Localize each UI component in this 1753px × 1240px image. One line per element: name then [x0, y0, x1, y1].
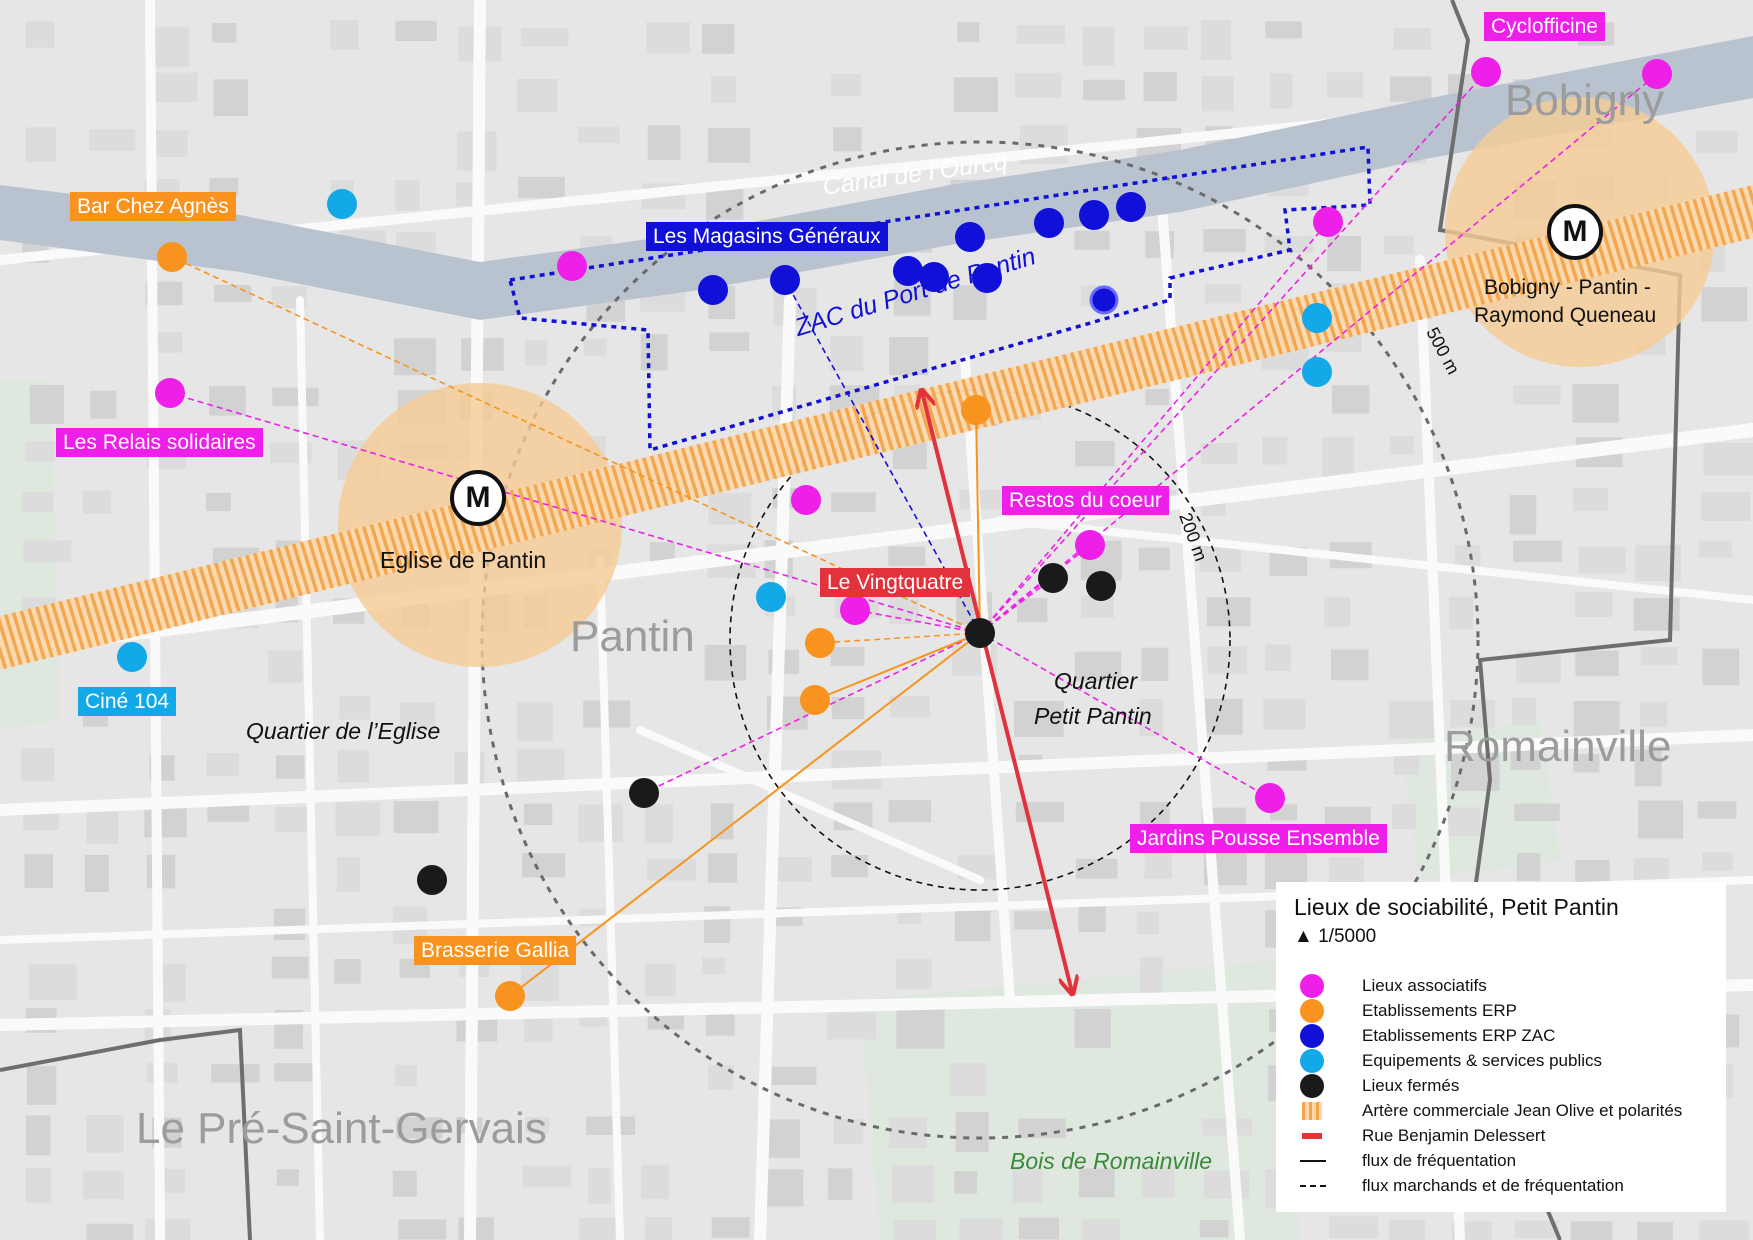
- point-publics-4: [756, 582, 786, 612]
- point-erp_zac-1: [698, 275, 728, 305]
- metro-symbol: M: [465, 481, 491, 514]
- flux-cyclo-2: [979, 73, 1658, 634]
- metro-icon-eglise: M: [450, 470, 506, 526]
- legend-scale: ▲ 1/5000: [1294, 926, 1376, 948]
- flux-brasserie: [509, 632, 981, 997]
- point-erp_zac-8: [1079, 200, 1109, 230]
- point-publics-3: [1302, 357, 1332, 387]
- scale-triangle-icon: ▲: [1294, 926, 1313, 947]
- point-fermes-5: [417, 865, 447, 895]
- point-erp_zac-3: [893, 256, 923, 286]
- legend-symbol-rue: [1294, 1124, 1334, 1148]
- place-bobigny: Bobigny: [1505, 76, 1665, 125]
- point-erp-1: [157, 242, 187, 272]
- point-erp-2: [961, 395, 991, 425]
- legend-row-flux: flux de fréquentation: [1294, 1149, 1516, 1173]
- point-erp_zac-5: [972, 263, 1002, 293]
- point-fermes-1: [965, 618, 995, 648]
- legend-text-fermes: Lieux fermés: [1362, 1076, 1460, 1095]
- label-le-vingtquatre: Le Vingtquatre: [820, 568, 971, 598]
- legend-row-associatifs: Lieux associatifs: [1294, 974, 1487, 998]
- point-associatifs-6: [791, 485, 821, 515]
- legend-text-flux: flux de fréquentation: [1362, 1151, 1517, 1170]
- label-restos-du-coeur: Restos du coeur: [1002, 486, 1169, 516]
- legend-symbol-artere: [1294, 1099, 1334, 1123]
- legend-text-erp: Etablissements ERP: [1362, 1001, 1517, 1020]
- legend-text-flux_dash: flux marchands et de fréquentation: [1362, 1176, 1624, 1195]
- legend-text-publics: Equipements & services publics: [1362, 1051, 1603, 1070]
- quartier-pp-label-2: Petit Pantin: [1034, 703, 1152, 729]
- point-erp_zac-9: [1116, 192, 1146, 222]
- legend: Lieux de sociabilité, Petit Pantin ▲ 1/5…: [1276, 882, 1726, 1212]
- point-associatifs-3: [1313, 207, 1343, 237]
- point-erp_zac-6: [955, 222, 985, 252]
- legend-text-artere: Artère commerciale Jean Olive et polarit…: [1362, 1101, 1683, 1120]
- legend-row-fermes: Lieux fermés: [1294, 1074, 1459, 1098]
- label-cine-104: Ciné 104: [78, 687, 177, 717]
- legend-title: Lieux de sociabilité, Petit Pantin: [1294, 894, 1619, 920]
- point-fermes-3: [1086, 571, 1116, 601]
- point-associatifs-8: [840, 595, 870, 625]
- label-brasserie-gallia: Brasserie Gallia: [414, 936, 577, 966]
- point-erp_zac-7: [1034, 208, 1064, 238]
- point-erp_zac-striped: [1089, 285, 1119, 315]
- metro-eglise-label: Eglise de Pantin: [380, 547, 547, 573]
- label-bar-chez-agnes: Bar Chez Agnès: [70, 192, 236, 222]
- point-publics-2: [1302, 303, 1332, 333]
- place-romainville: Romainville: [1444, 722, 1672, 771]
- point-fermes-4: [629, 778, 659, 808]
- flux-magasins: [784, 279, 981, 634]
- bois-label: Bois de Romainville: [1010, 1148, 1212, 1174]
- flux-orange-1: [819, 632, 981, 644]
- legend-row-flux_dash: flux marchands et de fréquentation: [1294, 1174, 1624, 1198]
- metro-bobigny-label-1: Bobigny - Pantin -: [1484, 276, 1651, 299]
- point-markers: [117, 57, 1672, 1011]
- flux-bar: [171, 256, 981, 634]
- legend-text-erp_zac: Etablissements ERP ZAC: [1362, 1026, 1556, 1045]
- place-pre-saint-gervais: Le Pré-Saint-Gervais: [136, 1104, 547, 1153]
- point-associatifs-1: [1471, 57, 1501, 87]
- point-publics-5: [117, 642, 147, 672]
- zac-perimeter: [507, 144, 1372, 453]
- point-erp_zac-4: [919, 262, 949, 292]
- quartier-eglise-label: Quartier de l’Eglise: [246, 718, 441, 744]
- point-erp-4: [800, 685, 830, 715]
- legend-row-rue: Rue Benjamin Delessert: [1294, 1124, 1545, 1148]
- point-associatifs-2: [1642, 59, 1672, 89]
- scale-value: 1/5000: [1318, 926, 1377, 947]
- point-fermes-2: [1038, 563, 1068, 593]
- point-associatifs-5: [155, 378, 185, 408]
- point-associatifs-9: [1255, 783, 1285, 813]
- point-erp-5: [495, 981, 525, 1011]
- label-jardins-pousse-ensemble: Jardins Pousse Ensemble: [1130, 824, 1387, 854]
- rue-delessert-arrow: [922, 392, 1072, 992]
- legend-symbol-erp: [1294, 999, 1334, 1023]
- label-magasins-generaux: Les Magasins Généraux: [646, 222, 888, 252]
- label-relais-solidaires: Les Relais solidaires: [56, 428, 263, 458]
- legend-symbol-flux_dash: [1294, 1174, 1334, 1198]
- point-associatifs-4: [557, 251, 587, 281]
- quartier-pp-label-1: Quartier: [1054, 668, 1138, 694]
- point-associatifs-7: [1075, 530, 1105, 560]
- legend-row-erp_zac: Etablissements ERP ZAC: [1294, 1024, 1555, 1048]
- metro-symbol: M: [1562, 215, 1588, 248]
- point-erp_zac-2: [770, 265, 800, 295]
- legend-symbol-fermes: [1294, 1074, 1334, 1098]
- legend-symbol-associatifs: [1294, 974, 1334, 998]
- legend-row-publics: Equipements & services publics: [1294, 1049, 1602, 1073]
- legend-text-rue: Rue Benjamin Delessert: [1362, 1126, 1546, 1145]
- place-pantin: Pantin: [570, 612, 695, 661]
- legend-symbol-publics: [1294, 1049, 1334, 1073]
- legend-symbol-erp_zac: [1294, 1024, 1334, 1048]
- label-cyclofficine: Cyclofficine: [1484, 12, 1605, 42]
- legend-text-associatifs: Lieux associatifs: [1362, 976, 1487, 995]
- point-erp-3: [805, 628, 835, 658]
- point-publics-1: [327, 189, 357, 219]
- legend-symbol-flux: [1294, 1149, 1334, 1173]
- legend-row-artere: Artère commerciale Jean Olive et polarit…: [1294, 1099, 1682, 1123]
- legend-row-erp: Etablissements ERP: [1294, 999, 1517, 1023]
- metro-icon-bobigny: M: [1547, 204, 1603, 260]
- metro-bobigny-label-2: Raymond Queneau: [1474, 304, 1657, 327]
